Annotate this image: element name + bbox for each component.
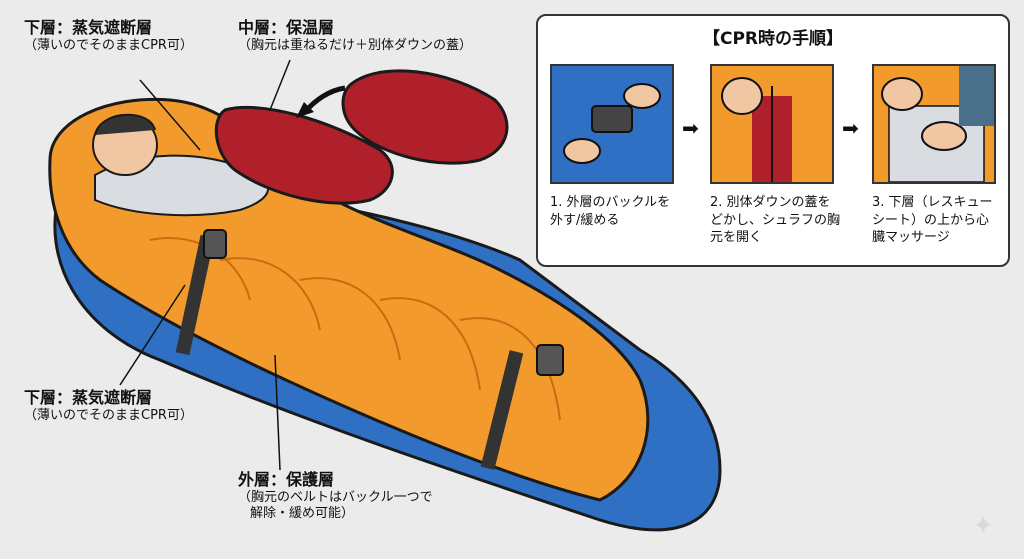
label-inner-bottom-title: 下層：蒸気遮断層 bbox=[24, 388, 153, 407]
step-2-image bbox=[710, 64, 834, 184]
sparkle-icon: ✦ bbox=[972, 511, 994, 541]
label-outer-sub2: 解除・緩め可能） bbox=[250, 506, 355, 522]
step-3-caption: 3. 下層（レスキュー シート）の上から心 臓マッサージ bbox=[872, 194, 1012, 247]
label-inner-top: 下層：蒸気遮断層 （薄いのでそのままCPR可） bbox=[24, 18, 193, 54]
step-arrow-1: ➡ bbox=[682, 116, 699, 140]
label-inner-top-title: 下層：蒸気遮断層 bbox=[24, 18, 153, 37]
step-2-line1: 2. 別体ダウンの蓋を bbox=[710, 195, 831, 210]
upper-buckle bbox=[203, 229, 227, 259]
red-down-lid-removed bbox=[341, 69, 509, 165]
step-1-line1: 1. 外層のバックルを bbox=[550, 195, 671, 210]
move-arrow bbox=[303, 85, 346, 114]
step-1-image bbox=[550, 64, 674, 184]
label-inner-bottom-sub: （薄いのでそのままCPR可） bbox=[24, 408, 193, 423]
step-2-line2: どかし、シュラフの胸 bbox=[710, 212, 841, 228]
step-1-caption: 1. 外層のバックルを 外す/緩める bbox=[550, 194, 690, 229]
step-3-line3: 臓マッサージ bbox=[872, 230, 950, 246]
label-outer-sub1: （胸元のベルトはバックル一つで bbox=[238, 490, 433, 505]
label-middle: 中層：保温層 （胸元は重ねるだけ＋別体ダウンの蓋） bbox=[238, 18, 472, 54]
cpr-procedure-panel: 【CPR時の手順】 ➡ ➡ 1. 外層のバックルを 外す/緩める bbox=[536, 14, 1010, 267]
label-inner-bottom: 下層：蒸気遮断層 （薄いのでそのままCPR可） bbox=[24, 388, 193, 424]
label-inner-top-sub: （薄いのでそのままCPR可） bbox=[24, 38, 193, 53]
step-3-line1: 3. 下層（レスキュー bbox=[872, 195, 993, 210]
label-outer-title: 外層：保護層 bbox=[238, 470, 335, 489]
label-outer: 外層：保護層 （胸元のベルトはバックル一つで 解除・緩め可能） bbox=[238, 470, 433, 523]
label-middle-sub: （胸元は重ねるだけ＋別体ダウンの蓋） bbox=[238, 38, 473, 53]
step-arrow-2: ➡ bbox=[842, 116, 859, 140]
step-2-caption: 2. 別体ダウンの蓋を どかし、シュラフの胸 元を開く bbox=[710, 194, 850, 247]
lower-strap bbox=[480, 350, 524, 470]
lower-buckle bbox=[536, 344, 564, 376]
label-middle-title: 中層：保温層 bbox=[238, 18, 335, 37]
step-3-image bbox=[872, 64, 996, 184]
step-3-line2: シート）の上から心 bbox=[872, 212, 990, 228]
step-2-line3: 元を開く bbox=[710, 230, 763, 246]
cpr-title: 【CPR時の手順】 bbox=[702, 29, 844, 49]
step-1-line2: 外す/緩める bbox=[550, 212, 620, 228]
red-down-lid bbox=[214, 105, 394, 205]
upper-strap bbox=[175, 234, 215, 356]
